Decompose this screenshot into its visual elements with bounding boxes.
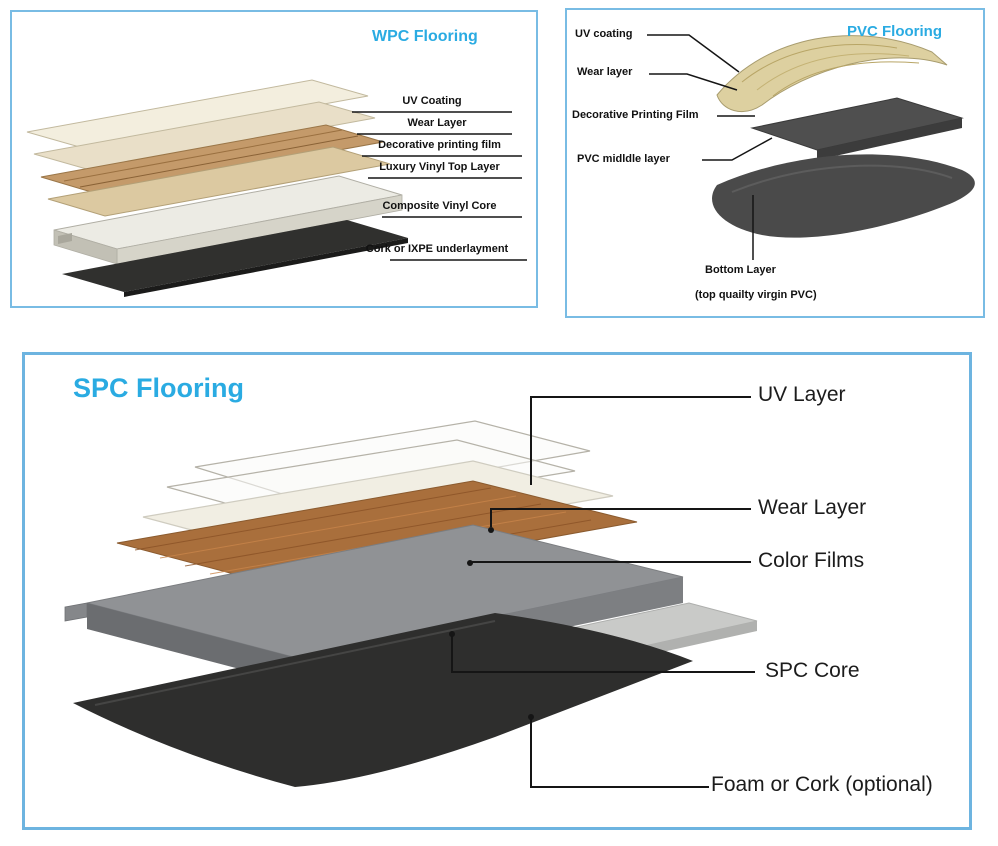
wpc-flooring-panel: WPC Flooring UV Coating Wear Layer Decor…	[10, 10, 538, 308]
pvc-top-sheet	[716, 35, 948, 113]
spc-label-uv-layer: UV Layer	[758, 383, 846, 406]
pvc-label-bottom-sublabel: (top quailty virgin PVC)	[695, 289, 817, 301]
wpc-label-luxury-vinyl-top: Luxury Vinyl Top Layer	[379, 161, 500, 173]
pvc-middle-layer	[750, 97, 964, 160]
wpc-label-composite-core: Composite Vinyl Core	[382, 200, 497, 212]
spc-callout-lines	[449, 396, 755, 788]
spc-label-wear-layer: Wear Layer	[758, 496, 867, 519]
pvc-label-middle-layer: PVC midldle layer	[577, 153, 670, 165]
wpc-decorative-film-layer	[40, 124, 384, 195]
pvc-callout-lines	[647, 34, 773, 260]
pvc-label-printing-film: Decorative Printing Film	[572, 109, 699, 121]
pvc-label-wear-layer: Wear layer	[577, 66, 633, 78]
wpc-label-uv-coating: UV Coating	[402, 95, 462, 107]
spc-label-foam-or-cork: Foam or Cork (optional)	[711, 773, 933, 796]
spc-label-color-films: Color Films	[758, 549, 865, 572]
wpc-composite-core-layer	[53, 175, 403, 265]
pvc-label-uv-coating: UV coating	[575, 28, 633, 40]
wpc-wear-layer	[33, 101, 376, 171]
wpc-label-decorative-film: Decorative printing film	[378, 139, 501, 151]
wpc-layers-illustration	[26, 79, 527, 297]
wpc-label-wear-layer: Wear Layer	[407, 117, 467, 129]
pvc-label-bottom-layer: Bottom Layer	[705, 264, 776, 276]
spc-foam-layer	[73, 613, 693, 787]
pvc-panel-title: PVC Flooring	[847, 23, 942, 40]
spc-flooring-panel: SPC Flooring UV Layer Wear Layer Color F…	[22, 352, 972, 830]
wpc-panel-title: WPC Flooring	[372, 28, 478, 45]
wpc-uv-coating-layer	[26, 79, 369, 149]
wpc-label-cork-underlayment: Cork or IXPE underlayment	[365, 243, 509, 255]
pvc-flooring-panel: PVC Flooring UV coating Wear layer Decor…	[565, 8, 985, 318]
pvc-bottom-layer	[712, 154, 975, 238]
spc-layers-illustration	[64, 396, 758, 788]
spc-label-spc-core: SPC Core	[765, 659, 860, 682]
pvc-layers-illustration	[647, 34, 975, 260]
wpc-callout-lines	[352, 111, 527, 261]
spc-panel-title: SPC Flooring	[73, 373, 244, 403]
wpc-underlayment-layer	[62, 220, 408, 297]
wpc-luxury-vinyl-layer	[47, 146, 391, 217]
